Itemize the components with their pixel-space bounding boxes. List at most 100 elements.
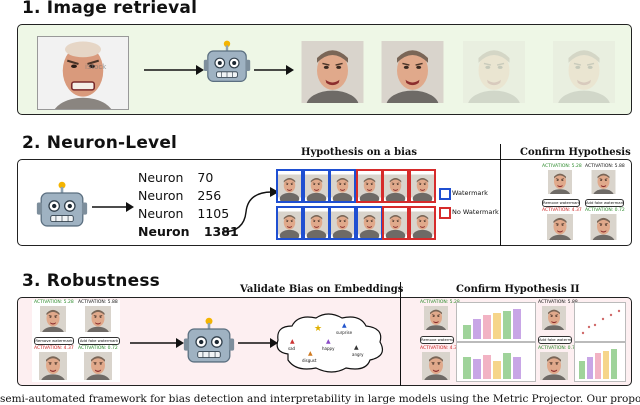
mini-bar-chart [574, 342, 626, 382]
section-3-title: 3. Robustness [22, 271, 160, 291]
figure-caption: semi-automated framework for bias detect… [0, 393, 640, 405]
neuron-label: Neuron [138, 224, 190, 239]
legend-no-watermark-swatch [439, 207, 451, 219]
activation-right-bottom: ACTIVATION: 0.72 [538, 346, 578, 351]
add-watermark-pill: Add fake watermark [538, 336, 572, 344]
confirm-ii-divider [400, 282, 401, 386]
arrow-neuron-to-grid [222, 187, 279, 233]
star-icon: ★ [314, 324, 323, 334]
activation-right-top: ACTIVATION: 5.88 [585, 164, 625, 169]
validate-title: Validate Bias on Embeddings [240, 284, 404, 295]
retrieved-image-1 [294, 41, 371, 103]
cloud-label: happy [322, 346, 335, 351]
retrieved-image-3-faded [449, 41, 539, 103]
cloud-label: angry [352, 352, 364, 357]
activation-right-top: ACTIVATION: 5.88 [538, 300, 578, 305]
legend-no-watermark-label: No Watermark [452, 208, 499, 216]
mini-face [542, 214, 578, 240]
neuron-level-panel: Neuron 70 Neuron 256 Neuron 1105 Neuron … [17, 159, 632, 246]
retrieved-image-4-faded [544, 41, 624, 103]
neuron-id: 70 [197, 170, 214, 185]
triangle-icon: ▲ [308, 350, 313, 357]
remove-watermark-pill: Remove watermark [542, 199, 580, 207]
robustness-panel: ACTIVATION: 5.28 ACTIVATION: 5.88 Remove… [17, 297, 632, 386]
retrieved-image-2 [380, 41, 445, 103]
confirm-divider [500, 144, 501, 246]
neuron-id: 1381 [203, 224, 239, 239]
neuron-label: Neuron [138, 206, 184, 221]
add-watermark-pill: Add fake watermark [78, 337, 120, 345]
arrow-figure-to-robot [130, 338, 184, 348]
cloud-label: sad [288, 346, 296, 351]
confirm-hypothesis-figure: ACTIVATION: 5.28 ACTIVATION: 5.88 Remove… [540, 164, 625, 242]
neuron-label: Neuron [138, 170, 184, 185]
triangle-icon: ▲ [342, 322, 347, 329]
no-watermark-image-tile [382, 169, 409, 203]
mini-face [538, 352, 570, 380]
mini-face [420, 306, 452, 330]
activation-right-bottom: ACTIVATION: 0.72 [585, 208, 625, 213]
activation-right-top: ACTIVATION: 5.88 [78, 300, 118, 305]
image-retrieval-panel: iStock [17, 24, 632, 115]
no-watermark-image-tile [382, 206, 409, 240]
mini-face [34, 352, 72, 380]
neuron-id: 1105 [197, 206, 230, 221]
neuron-row: Neuron 70 [138, 170, 213, 185]
robot-icon [36, 180, 88, 232]
activation-left-bottom: ACTIVATION: 4.37 [420, 346, 460, 351]
arrow-robot-to-cloud [238, 338, 278, 348]
arrow-query-to-robot [144, 65, 204, 75]
watermark-image-tile [276, 169, 303, 203]
confirm-hypothesis-ii-figure: ACTIVATION: 5.28 Remove watermark ACTIVA… [418, 300, 626, 382]
mini-face [585, 170, 622, 194]
no-watermark-image-tile [408, 169, 436, 203]
watermark-text: iStock [85, 63, 107, 71]
robot-icon [183, 316, 235, 368]
mini-bar-chart [456, 342, 536, 382]
embedding-cloud: ★ ▲ surprise ▲ sad ▲ happy ▲ disgust ▲ a… [270, 310, 390, 376]
confirm-hypothesis-ii-title: Confirm Hypothesis II [456, 284, 580, 295]
query-image: iStock [37, 36, 129, 110]
neuron-row-selected: Neuron 1381 [138, 224, 239, 239]
activation-left-top: ACTIVATION: 5.28 [542, 164, 582, 169]
add-watermark-pill: Add fake watermark [585, 199, 624, 207]
activation-left-bottom: ACTIVATION: 4.37 [34, 346, 74, 351]
neuron-row: Neuron 1105 [138, 206, 229, 221]
triangle-icon: ▲ [326, 338, 331, 345]
triangle-icon: ▲ [290, 338, 295, 345]
watermark-image-tile [276, 206, 303, 240]
activation-left-top: ACTIVATION: 5.28 [34, 300, 74, 305]
arrow-robot-to-neurons [92, 202, 134, 212]
confirm-hypothesis-title: Confirm Hypothesis [520, 147, 631, 158]
robot-icon [203, 39, 251, 87]
mini-scatter-chart [574, 302, 626, 342]
cloud-label: surprise [336, 330, 353, 335]
activation-right-bottom: ACTIVATION: 0.72 [78, 346, 118, 351]
mini-face [420, 352, 452, 380]
remove-watermark-pill: Remove watermark [420, 336, 454, 344]
watermark-image-tile [329, 169, 356, 203]
watermark-image-tile [329, 206, 356, 240]
section-2-title: 2. Neuron-Level [22, 133, 178, 153]
section-1-title: 1. Image retrieval [22, 0, 198, 18]
no-watermark-image-tile [408, 206, 436, 240]
mini-face [538, 306, 570, 330]
legend-watermark-swatch [439, 188, 451, 200]
activation-left-top: ACTIVATION: 5.28 [420, 300, 460, 305]
watermark-image-tile [302, 169, 330, 203]
bias-image-grid [276, 169, 436, 240]
mini-bar-chart [456, 302, 536, 342]
mini-face [542, 170, 578, 194]
mini-face [78, 306, 118, 332]
remove-watermark-pill: Remove watermark [34, 337, 74, 345]
neuron-label: Neuron [138, 188, 184, 203]
mini-face [78, 352, 118, 380]
mini-face [34, 306, 72, 332]
watermark-image-tile [355, 206, 383, 240]
cloud-label: disgust [302, 358, 317, 363]
activation-left-bottom: ACTIVATION: 4.37 [542, 208, 582, 213]
robustness-input-figure: ACTIVATION: 5.28 ACTIVATION: 5.88 Remove… [32, 300, 120, 382]
arrow-robot-to-results [254, 65, 294, 75]
mini-face [585, 214, 622, 240]
neuron-id: 256 [197, 188, 222, 203]
